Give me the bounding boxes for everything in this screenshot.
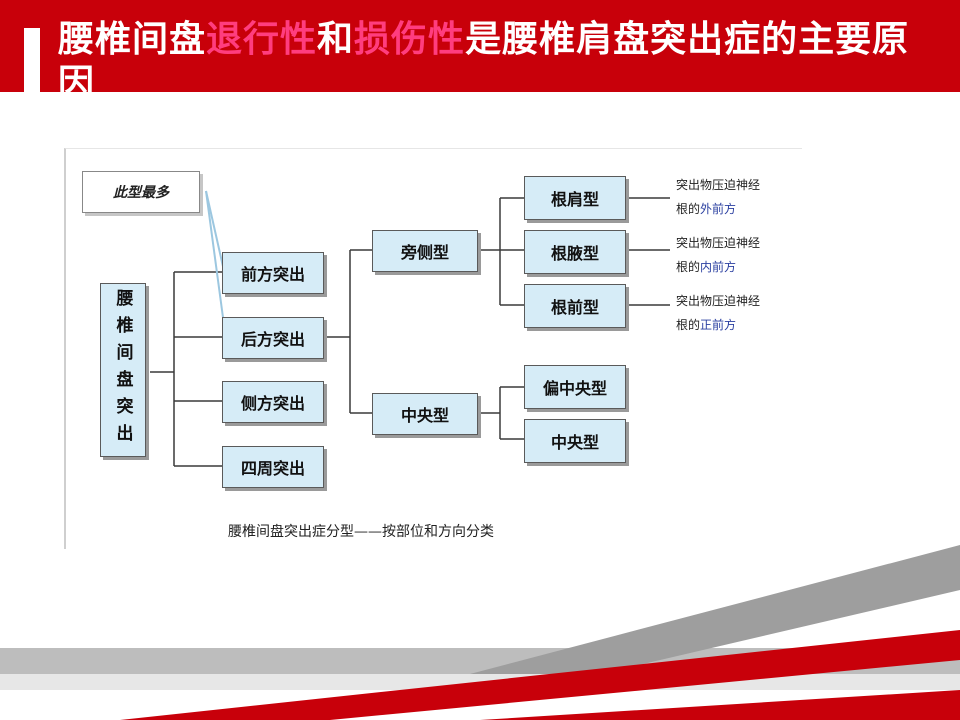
level2-side-type: 旁侧型 [372,230,478,272]
description-position: 正前方 [700,318,737,332]
description-root-axilla: 突出物压迫神经 根的内前方 [676,231,760,279]
description-line: 突出物压迫神经 [676,294,761,308]
classification-diagram: 此型最多 腰椎间盘突出 前方突出 后方突出 侧方突出 四周突出 旁侧型 中央型 … [64,148,802,549]
level3-root-shoulder-type: 根肩型 [524,176,626,220]
description-prefix: 根的 [676,260,701,274]
description-line: 突出物压迫神经 [676,236,761,250]
diagram-caption: 腰椎间盘突出症分型——按部位和方向分类 [228,524,494,540]
level3-root-axilla-type: 根腋型 [524,230,626,274]
level3-root-front-type: 根前型 [524,284,626,328]
gray-diagonal-stripe [470,545,960,674]
description-prefix: 根的 [676,318,701,332]
title-accent [24,28,40,92]
note-most-common: 此型最多 [82,171,200,213]
description-position: 内前方 [700,260,737,274]
title-part-2: 和 [317,19,355,60]
description-line: 突出物压迫神经 [676,178,761,192]
level1-around-protrusion: 四周突出 [222,446,324,488]
red-diagonal-stripe [120,630,960,720]
description-root-front: 突出物压迫神经 根的正前方 [676,289,760,337]
title-part-3: 是腰椎肩盘突出症的主要原因 [58,19,910,92]
level1-front-protrusion: 前方突出 [222,252,324,294]
description-root-shoulder: 突出物压迫神经 根的外前方 [676,173,760,221]
level1-side-protrusion: 侧方突出 [222,381,324,423]
level1-back-protrusion: 后方突出 [222,317,324,359]
root-lumbar-disc-herniation: 腰椎间盘突出 [100,283,146,457]
level3-central-type: 中央型 [524,419,626,463]
title-part-1: 腰椎间盘 [58,19,207,60]
description-prefix: 根的 [676,202,701,216]
red-corner-stripe [480,690,960,720]
level2-central-type: 中央型 [372,393,478,435]
connector-lines [150,190,670,467]
description-position: 外前方 [700,202,737,216]
level3-paracentral-type: 偏中央型 [524,365,626,409]
slide-title: 腰椎间盘退行性和损伤性是腰椎肩盘突出症的主要原因 [58,18,918,92]
title-bar: 腰椎间盘退行性和损伤性是腰椎肩盘突出症的主要原因 [0,0,960,92]
title-highlight-degenerative: 退行性 [206,19,318,60]
title-highlight-injury: 损伤性 [354,19,466,60]
